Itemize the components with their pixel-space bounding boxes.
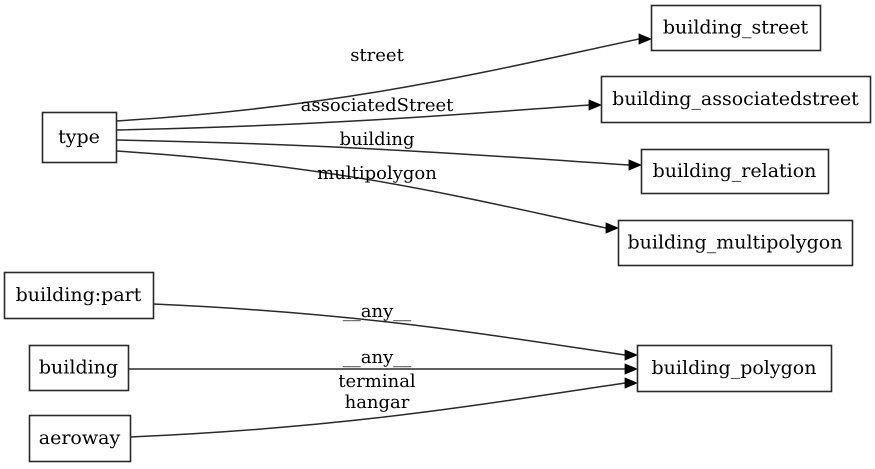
node-building_multipolygon[interactable]: building_multipolygon [617, 219, 854, 267]
arrowhead-icon [624, 377, 639, 389]
edge-type-to-building_street [115, 33, 653, 122]
edge-line [115, 38, 640, 122]
edge-line [115, 104, 590, 131]
node-box[interactable] [600, 75, 872, 124]
edge-type-to-building_multipolygon [115, 150, 620, 234]
node-box[interactable] [3, 271, 155, 320]
node-building_relation[interactable]: building_relation [640, 148, 830, 195]
edge-building-to-building_polygon [128, 363, 639, 375]
node-type[interactable]: type [41, 111, 118, 164]
edge-type-to-building_associatedstreet [115, 99, 603, 131]
edge-label: street [350, 45, 404, 66]
node-building_polygon[interactable]: building_polygon [636, 344, 833, 393]
arrowhead-icon [624, 349, 639, 361]
node-label: type [58, 126, 100, 148]
edge-aeroway-to-building_polygon [129, 377, 639, 438]
node-label: building [39, 357, 118, 379]
edge-line [152, 303, 626, 356]
node-box[interactable] [640, 148, 830, 195]
node-label: building_relation [653, 160, 817, 182]
edge-label: hangar [345, 392, 410, 413]
edge-label: __any__ [343, 347, 412, 368]
node-building_associatedstreet[interactable]: building_associatedstreet [600, 75, 872, 124]
node-label: building:part [16, 284, 142, 306]
node-aeroway[interactable]: aeroway [28, 414, 132, 463]
edge-type-to-building_relation [115, 139, 643, 171]
node-label: aeroway [39, 427, 121, 449]
node-label: building_multipolygon [628, 232, 843, 254]
node-box[interactable] [28, 344, 130, 392]
arrowhead-icon [638, 33, 653, 45]
arrowhead-icon [624, 363, 639, 375]
edge-line [115, 139, 630, 166]
node-box[interactable] [636, 344, 833, 393]
node-box[interactable] [41, 111, 118, 164]
edge-label: terminal [338, 371, 416, 392]
edge-building_part-to-building_polygon [152, 303, 639, 361]
node-building[interactable]: building [28, 344, 130, 392]
node-building_street[interactable]: building_street [650, 4, 822, 52]
node-building_part[interactable]: building:part [3, 271, 155, 320]
arrowhead-icon [588, 99, 603, 111]
arrowhead-icon [628, 159, 643, 171]
edge-label: __any__ [343, 301, 412, 322]
node-box[interactable] [28, 414, 132, 463]
node-label: building_street [663, 17, 809, 39]
node-box[interactable] [650, 4, 822, 52]
edge-labels-layer: street associatedStreet building multipolyg… [301, 45, 454, 413]
edge-label: multipolygon [317, 163, 437, 184]
edge-label: associatedStreet [301, 95, 454, 116]
edges-layer [115, 33, 653, 438]
node-label: building_associatedstreet [612, 88, 859, 110]
arrowhead-icon [605, 222, 620, 234]
node-label: building_polygon [652, 357, 817, 379]
edge-label: building [339, 129, 414, 150]
edge-line [129, 382, 626, 438]
edge-line [115, 150, 607, 229]
node-box[interactable] [617, 219, 854, 267]
nodes-layer: type building_street building_associatedst… [3, 4, 872, 463]
